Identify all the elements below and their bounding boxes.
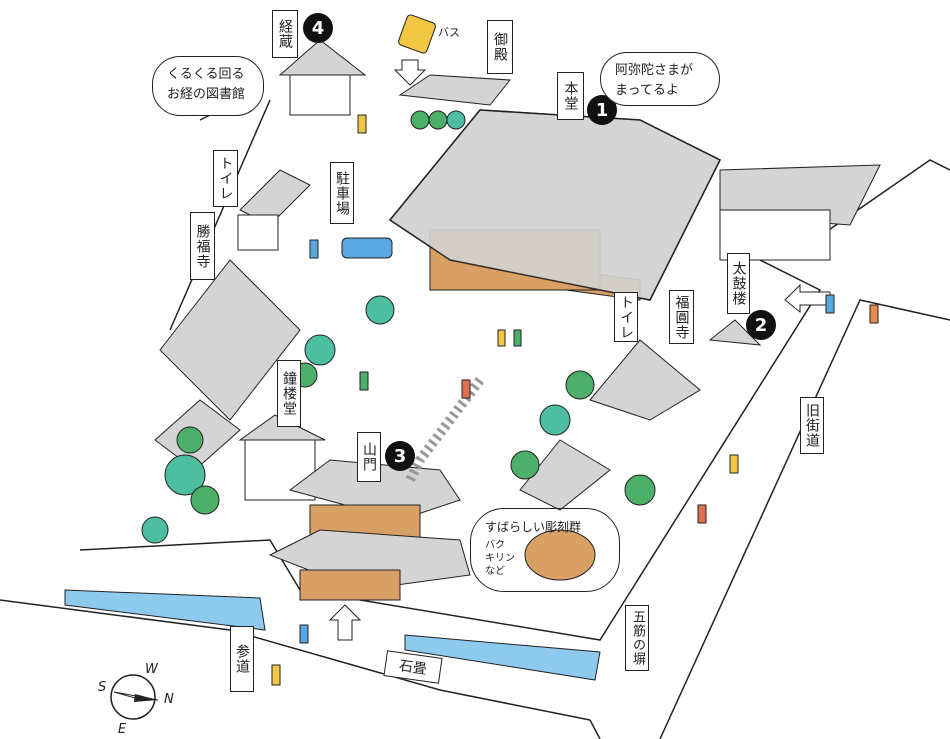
marker-1[interactable]: 1	[587, 95, 617, 125]
entrance-arrow-south	[328, 604, 362, 641]
note-kirin: キリン	[485, 553, 515, 564]
label-shofukuji: 勝福寺	[190, 212, 215, 280]
annex-wall	[719, 209, 831, 261]
label-taikoro: 太鼓楼	[727, 253, 750, 314]
compass-w: W	[145, 662, 158, 677]
note-baku: バク	[485, 540, 505, 551]
bubble-amida-line2: まってるよ	[615, 83, 679, 98]
entrance-arrow-east	[784, 283, 831, 314]
stepping-stones	[405, 377, 484, 483]
label-toilet-right: トイレ	[614, 292, 638, 342]
label-shoro: 鐘楼堂	[277, 360, 301, 427]
label-gosuji: 五筋の塀	[625, 605, 649, 671]
compass-e: E	[118, 722, 127, 737]
label-kyozo: 経蔵	[272, 10, 298, 58]
marker-3[interactable]: 3	[385, 441, 415, 471]
label-parking: 駐車場	[330, 162, 354, 224]
pond-left	[64, 589, 266, 631]
marker-4[interactable]: 4	[303, 13, 333, 43]
goten-roof	[398, 74, 511, 106]
bubble-carving-title: すばらしい彫刻群	[485, 520, 582, 534]
bus-icon	[398, 14, 436, 54]
bubble-carving: すばらしい彫刻群 バク キリン など	[470, 508, 620, 592]
shofukuji-roof	[159, 259, 301, 421]
label-kyukaido: 旧街道	[800, 397, 824, 454]
label-goten: 御殿	[487, 20, 513, 74]
carving-baku-icon	[524, 529, 596, 581]
bubble-library: くるくる回る お経の図書館	[152, 56, 264, 116]
label-toilet-left: トイレ	[213, 150, 238, 207]
compass-n: N	[164, 692, 174, 707]
pond-right	[404, 634, 601, 681]
marker-2[interactable]: 2	[746, 310, 776, 340]
label-bus: バス	[438, 26, 460, 39]
compass-s: S	[98, 680, 107, 695]
note-etc: など	[485, 566, 505, 577]
car-icon	[341, 237, 393, 259]
entrance-arrow-north	[393, 59, 427, 86]
temple-wall	[79, 239, 822, 641]
label-fukuenji: 福圓寺	[669, 290, 694, 344]
bubble-library-line1: くるくる回る	[167, 67, 245, 82]
fukuenji-roof	[589, 339, 701, 421]
bubble-amida: 阿弥陀さまが まってるよ	[600, 52, 720, 106]
bubble-amida-line1: 阿弥陀さまが	[615, 63, 694, 78]
people	[271, 114, 879, 686]
label-sanmon: 山門	[357, 432, 381, 482]
bubble-library-line2: お経の図書館	[167, 87, 246, 102]
kyozo-wall	[289, 74, 351, 116]
label-hondo: 本堂	[557, 72, 584, 120]
bubble-carving-note: バク キリン など	[485, 539, 605, 578]
trees	[141, 110, 656, 544]
label-sando: 参道	[230, 626, 254, 692]
